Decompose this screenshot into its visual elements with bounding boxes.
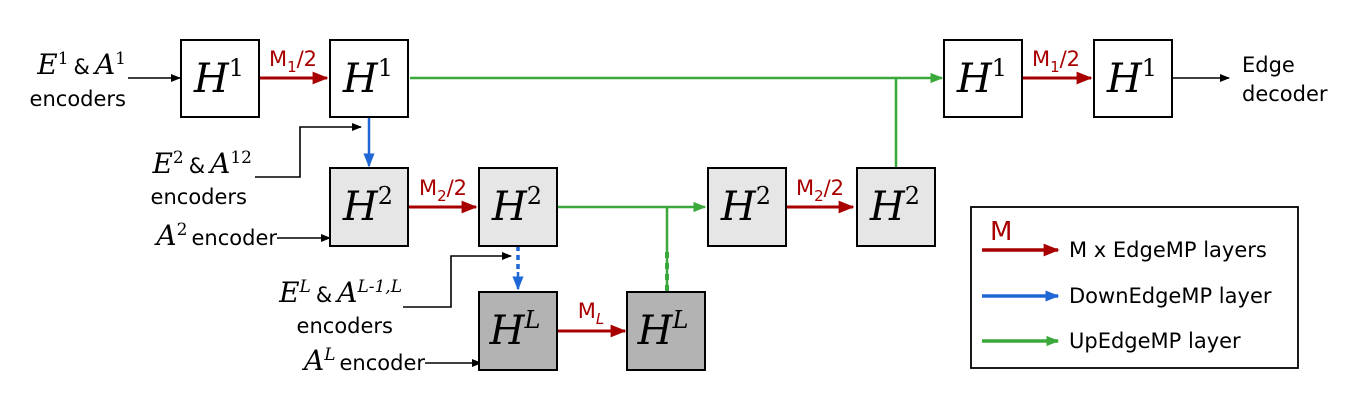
output-label: Edge decoder xyxy=(1242,53,1328,106)
legend-m-symbol: M xyxy=(990,217,1012,247)
block-h2-b: H2 xyxy=(478,167,558,247)
block-h2-c: H2 xyxy=(707,167,787,247)
edge-label-level2-right: M2/2 xyxy=(796,176,844,205)
input-label-level2: E2&A12 encoders xyxy=(151,147,252,209)
svg-text:EL&AL-1,L: EL&AL-1,L xyxy=(278,276,402,309)
edge-label-level2-left: M2/2 xyxy=(419,176,467,205)
svg-text:H1: H1 xyxy=(193,54,244,102)
block-h2-a: H2 xyxy=(329,167,409,247)
block-hL-a: HL xyxy=(478,291,558,371)
edge-label-level1-right: M1/2 xyxy=(1032,47,1080,76)
svg-text:H1: H1 xyxy=(956,54,1007,102)
svg-text:H2: H2 xyxy=(869,182,920,230)
edge-label-level1-left: M1/2 xyxy=(269,47,317,76)
legend-label-down: DownEdgeMP layer xyxy=(1069,284,1272,308)
block-h2-d: H2 xyxy=(856,167,936,247)
block-hL-b: HL xyxy=(626,291,706,371)
svg-text:E2&A12: E2&A12 xyxy=(151,147,252,180)
svg-text:HL: HL xyxy=(637,306,689,354)
svg-text:H1: H1 xyxy=(1106,54,1157,102)
svg-text:H2: H2 xyxy=(342,182,393,230)
input-label-level1: E1&A1 encoders xyxy=(30,48,126,111)
input-arrow-level2 xyxy=(255,123,362,178)
input-arrow-levelL xyxy=(403,252,512,308)
svg-text:decoder: decoder xyxy=(1242,82,1328,106)
legend-label-up: UpEdgeMP layer xyxy=(1069,329,1241,353)
svg-text:H1: H1 xyxy=(342,54,393,102)
svg-text:encoders: encoders xyxy=(151,185,247,209)
legend: M M x EdgeMP layers DownEdgeMP layer UpE… xyxy=(970,206,1299,369)
input-label-levelL: EL&AL-1,L encoders xyxy=(278,276,402,338)
svg-text:H2: H2 xyxy=(491,182,542,230)
svg-text:H2: H2 xyxy=(720,182,771,230)
svg-text:E1&A1: E1&A1 xyxy=(36,48,126,81)
svg-text:HL: HL xyxy=(489,306,541,354)
block-h1-c: H1 xyxy=(943,39,1023,118)
block-h1-b: H1 xyxy=(329,39,409,118)
block-h1-a: H1 xyxy=(180,39,260,118)
block-h1-d: H1 xyxy=(1093,39,1173,118)
legend-label-edgemp: M x EdgeMP layers xyxy=(1069,238,1267,262)
svg-text:encoders: encoders xyxy=(30,87,126,111)
edge-label-levelL: ML xyxy=(578,299,604,328)
svg-text:encoders: encoders xyxy=(297,314,393,338)
svg-text:Edge: Edge xyxy=(1242,53,1295,77)
